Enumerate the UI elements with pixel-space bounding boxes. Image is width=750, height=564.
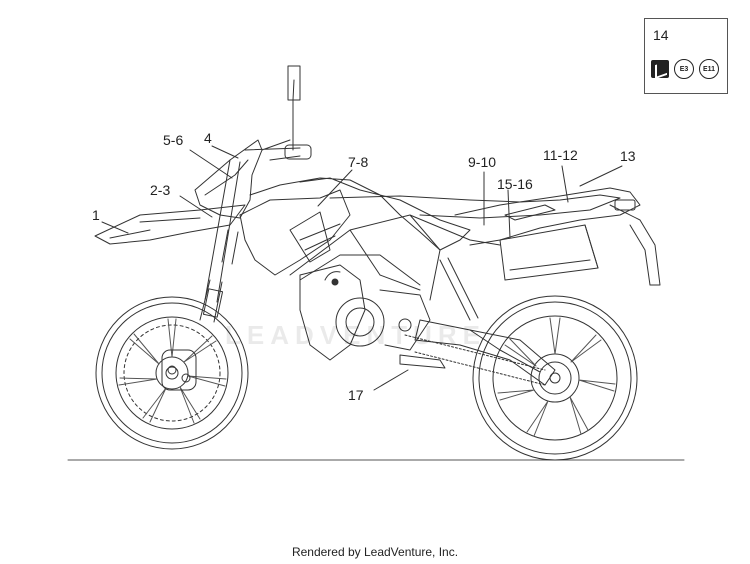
front-fork xyxy=(199,159,241,323)
mirror xyxy=(287,65,301,101)
footpeg xyxy=(399,354,446,369)
front-fender xyxy=(94,204,246,245)
callout-17: 17 xyxy=(348,387,364,403)
exhaust xyxy=(499,224,599,281)
handlebar xyxy=(244,139,301,161)
callout-13: 13 xyxy=(620,148,636,164)
badge-e11-icon: E11 xyxy=(699,59,719,79)
callout-11-12: 11-12 xyxy=(543,147,578,163)
footer-credit: Rendered by LeadVenture, Inc. xyxy=(291,545,459,559)
manual-book-icon xyxy=(651,60,669,78)
callout-4: 4 xyxy=(204,130,212,146)
chain xyxy=(404,334,546,386)
callout-9-10: 9-10 xyxy=(468,154,497,170)
leader-lines xyxy=(101,145,623,391)
rear-fender xyxy=(609,204,661,286)
engine xyxy=(299,264,431,361)
badge-e11-label: E11 xyxy=(702,65,716,73)
callout-2-3: 2-3 xyxy=(150,182,171,198)
badge-e3-label: E3 xyxy=(679,65,689,73)
callout-1: 1 xyxy=(92,207,100,223)
legend-box: 14 E3 E11 xyxy=(644,18,728,94)
callout-7-8: 7-8 xyxy=(348,154,369,170)
legend-icons: E3 E11 xyxy=(651,59,719,79)
callout-15-16: 15-16 xyxy=(497,176,533,192)
watermark: LEADVENTURE xyxy=(225,320,487,350)
tail-section xyxy=(454,187,641,246)
callout-5-6: 5-6 xyxy=(163,132,184,148)
front-wheel xyxy=(95,296,249,450)
frame xyxy=(289,214,501,301)
mirror-stem xyxy=(292,79,295,151)
rear-wheel xyxy=(472,295,638,461)
fuel-tank xyxy=(249,177,471,251)
seat xyxy=(329,194,621,219)
front-fairing xyxy=(194,139,263,219)
front-side-panel xyxy=(239,189,351,276)
rear-shock xyxy=(439,257,479,321)
badge-e3-icon: E3 xyxy=(674,59,694,79)
legend-number: 14 xyxy=(653,27,669,43)
